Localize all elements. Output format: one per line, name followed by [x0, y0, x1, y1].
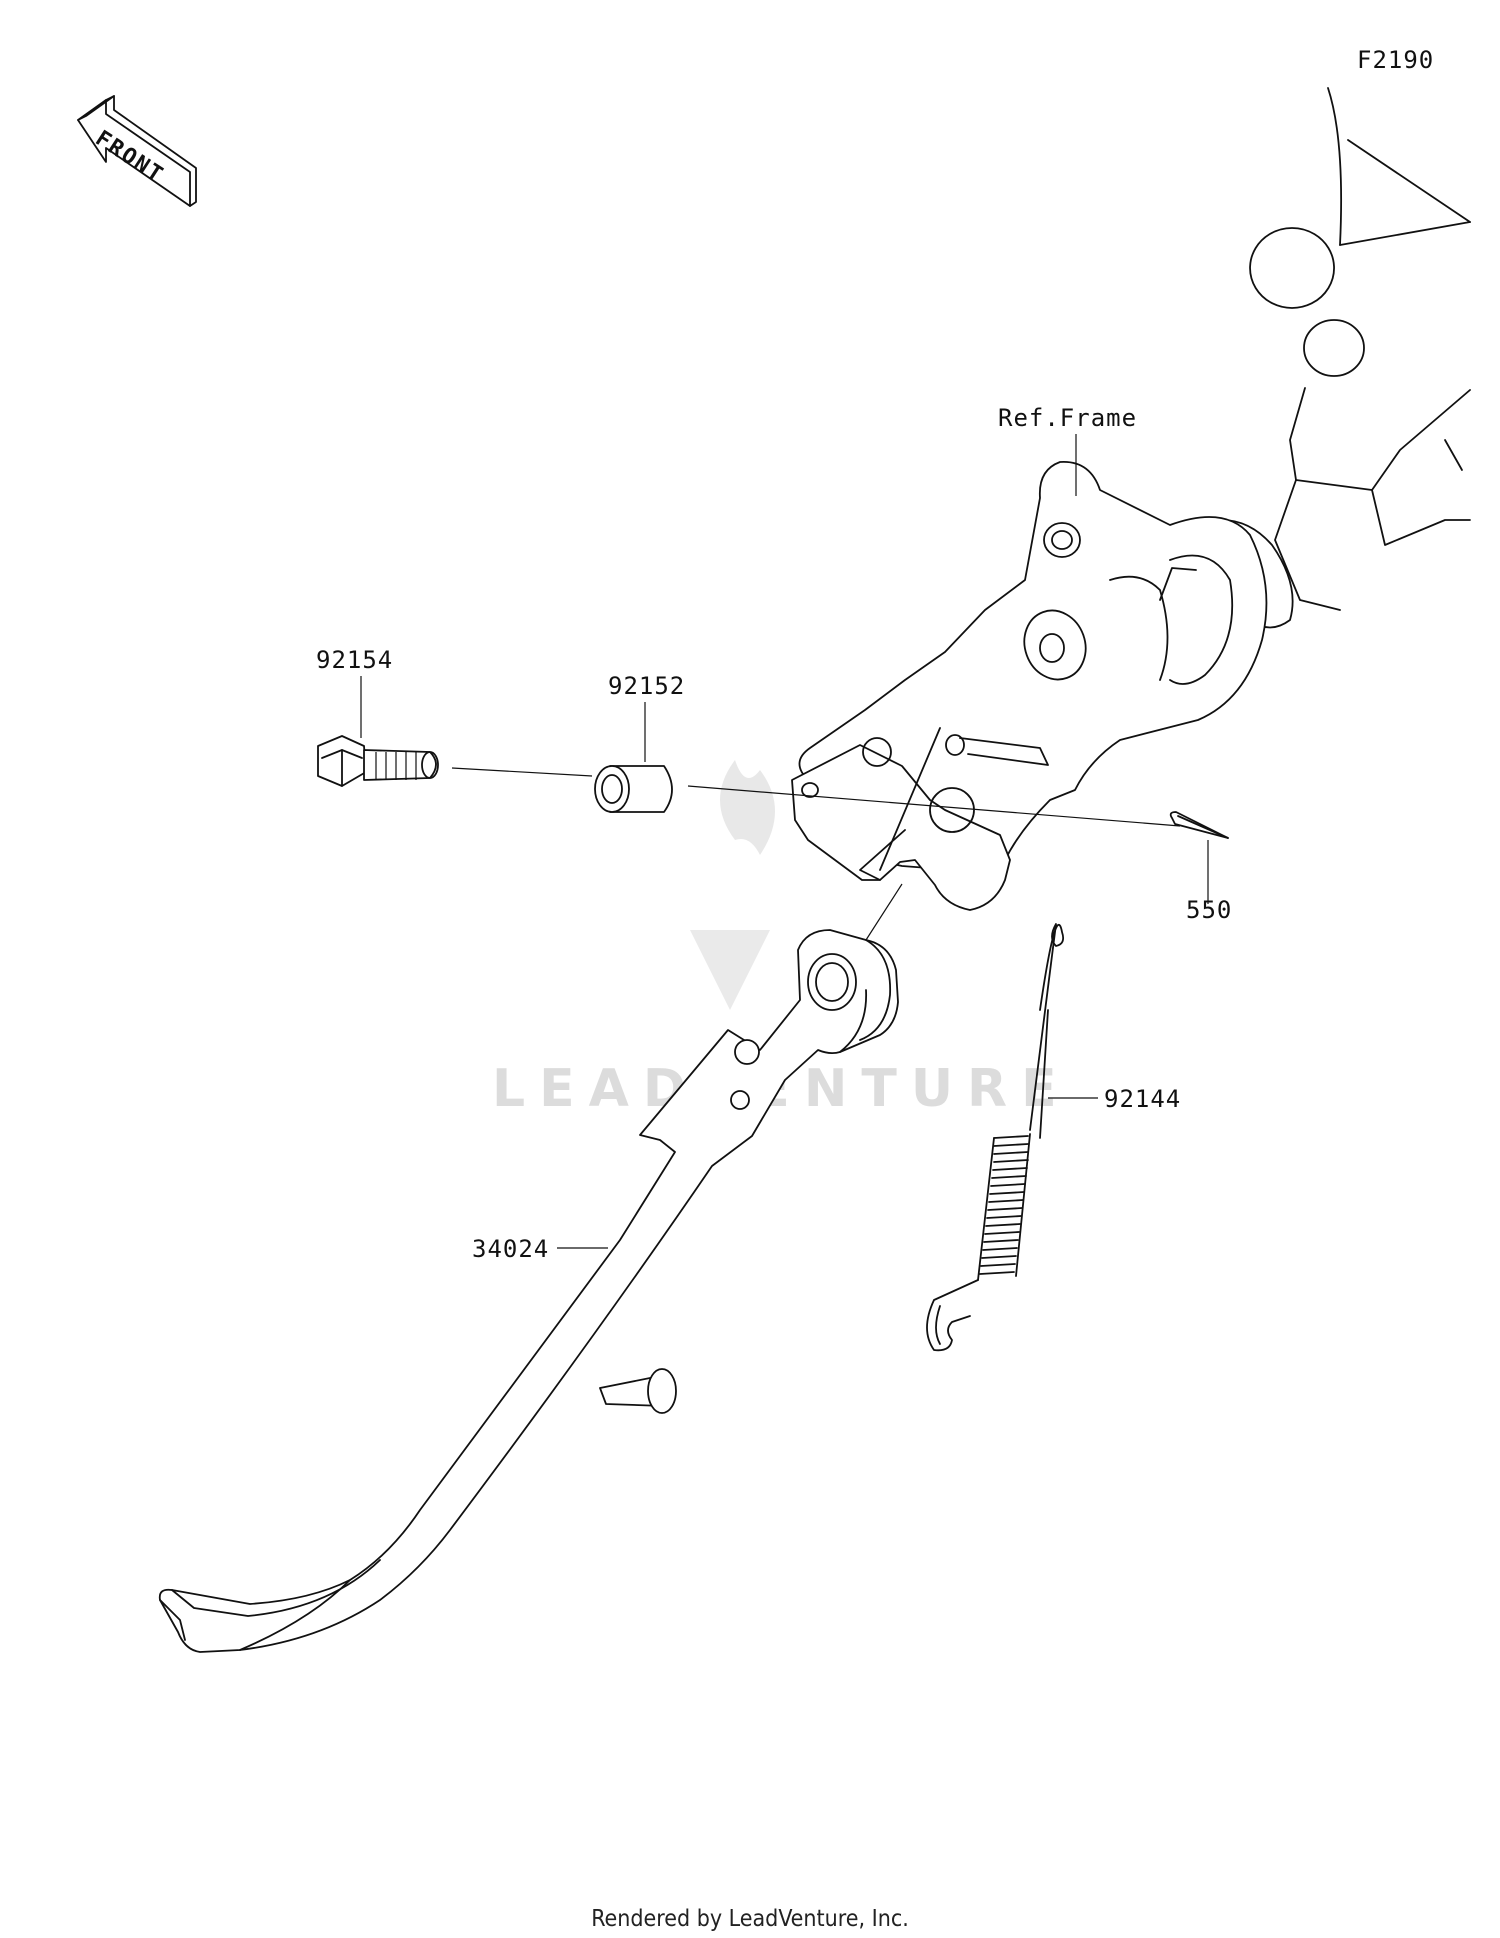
part-label-92154: 92154 [316, 646, 393, 674]
axis-bushing-pin [687, 785, 1181, 827]
part-label-92144: 92144 [1104, 1085, 1181, 1113]
part-label-ref-frame: Ref.Frame [998, 404, 1137, 432]
diagram-code: F2190 [1357, 46, 1434, 74]
axis-stand-bracket [865, 883, 903, 941]
bushing-92152-drawing [594, 765, 673, 813]
axis-bolt-bushing [451, 767, 593, 777]
frame-drawing [791, 87, 1471, 911]
spring-92144-drawing [926, 923, 1065, 1352]
side-stand-34024-drawing [158, 929, 899, 1653]
leader-lines [360, 434, 1209, 1249]
cotter-pin-550-drawing [1169, 811, 1229, 839]
part-label-92152: 92152 [608, 672, 685, 700]
footer-credit: Rendered by LeadVenture, Inc. [591, 1906, 909, 1932]
front-arrow-icon: FRONT [77, 95, 197, 207]
part-label-550: 550 [1186, 896, 1232, 924]
bolt-92154-drawing [317, 735, 439, 787]
part-label-34024: 34024 [472, 1235, 549, 1263]
